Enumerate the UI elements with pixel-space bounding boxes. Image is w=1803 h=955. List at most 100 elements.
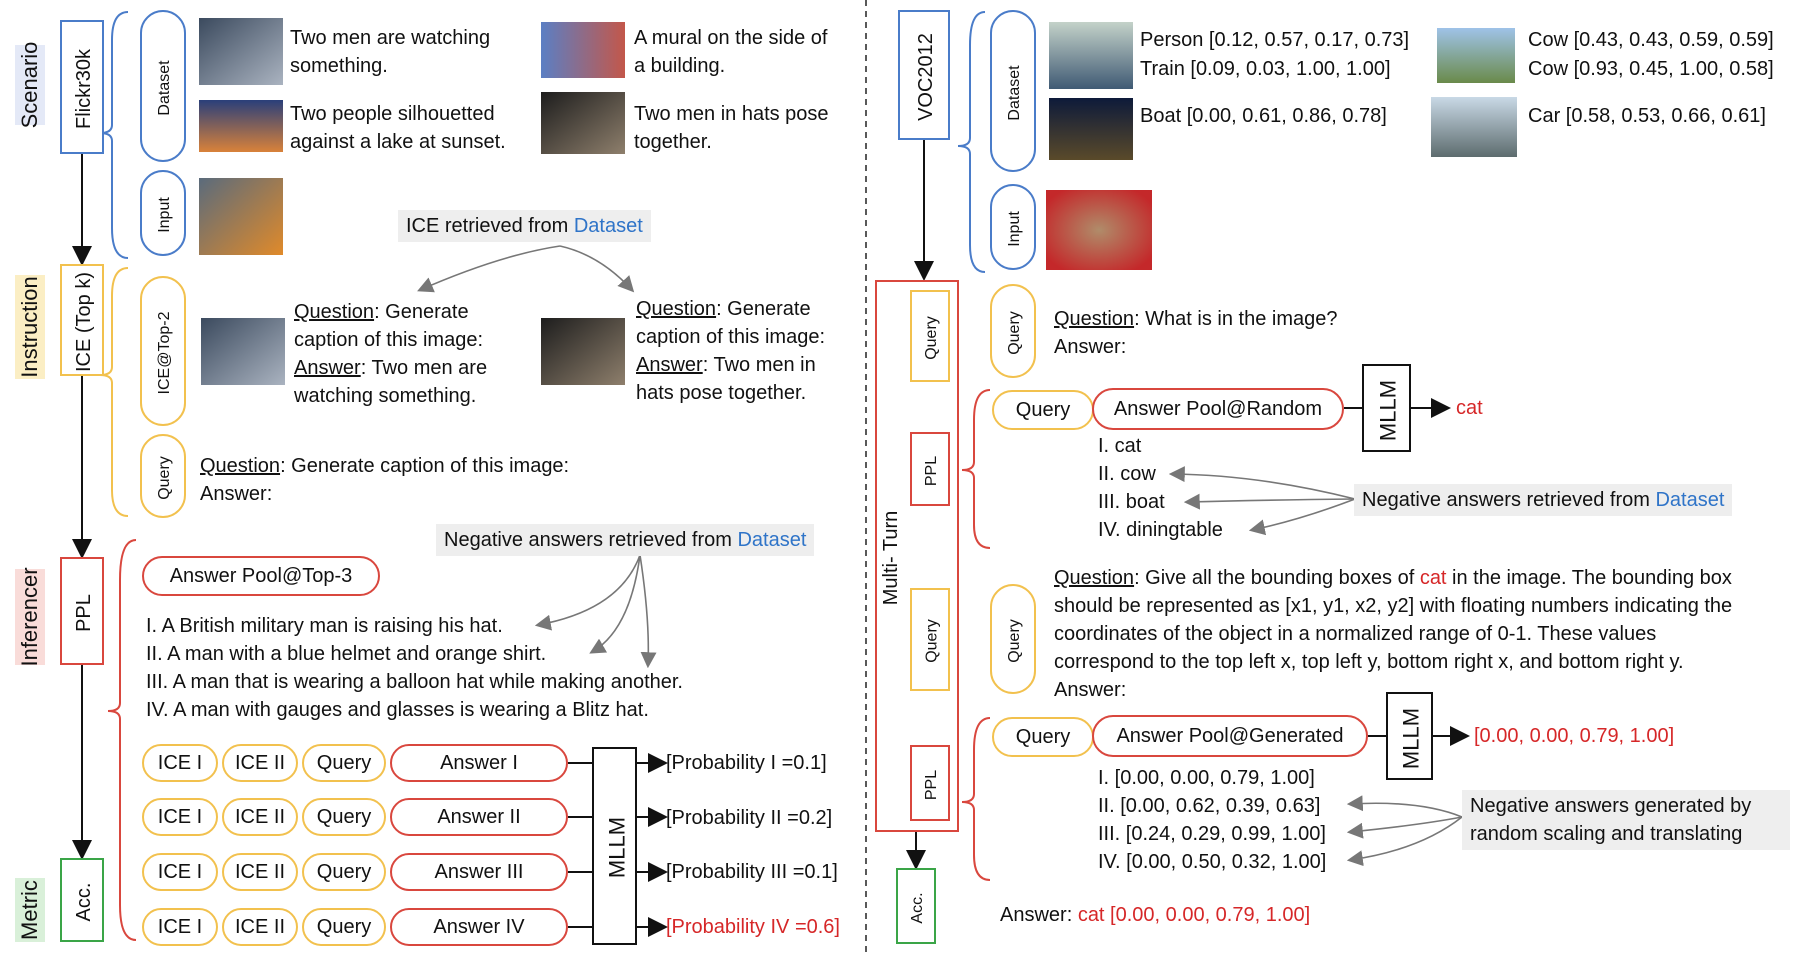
- turn2-negative-line1: Negative answers generated by: [1470, 795, 1752, 817]
- left-query-text: Question: Generate caption of this image…: [200, 452, 640, 508]
- ice-example-1-question-label: Question: [294, 301, 375, 323]
- multi-turn-query-2-label: Query: [923, 619, 941, 663]
- dataset-label-boat: Boat [0.00, 0.61, 0.86, 0.78]: [1140, 105, 1387, 127]
- thumbnail-silhouettes-sunset: [199, 100, 283, 152]
- row-2-answer: Answer II: [390, 798, 568, 836]
- instruction-box-ice: ICE (Top k): [60, 264, 104, 376]
- dataset-label-cow-2: Cow [0.93, 0.45, 1.00, 0.58]: [1528, 58, 1774, 80]
- row-4-ice-ii: ICE II: [222, 908, 298, 946]
- left-negative-note: Negative answers retrieved from Dataset: [436, 524, 815, 556]
- turn2-answer-2: II. [0.00, 0.62, 0.39, 0.63]: [1098, 795, 1321, 817]
- row-1-ice-i: ICE I: [142, 744, 218, 782]
- turn1-answer-1: I. cat: [1098, 435, 1142, 457]
- right-group-query-2: Query: [990, 584, 1036, 694]
- turn2-answer-pool: Answer Pool@Generated: [1092, 715, 1368, 757]
- ice-example-2-answer-text: : Two men in hats pose together.: [636, 354, 816, 404]
- turn2-negative-note: Negative answers generated by random sca…: [1462, 790, 1790, 850]
- row-4-ice-i: ICE I: [142, 908, 218, 946]
- turn1-answer-4: IV. diningtable: [1098, 519, 1223, 541]
- stage-label-inferencer: Inferencer: [15, 567, 45, 667]
- caption-3: A mural on the side of a building.: [634, 27, 828, 77]
- left-negative-prefix: Negative answers retrieved from: [444, 529, 738, 551]
- ice-example-1: Question: Generate caption of this image…: [294, 298, 524, 410]
- turn1-negative-prefix: Negative answers retrieved from: [1362, 489, 1656, 511]
- right-group-input-label: Input: [1006, 211, 1023, 247]
- scenario-box-voc2012: VOC2012: [898, 10, 950, 140]
- right-question-2-line1b: in the image. The bounding box: [1446, 567, 1732, 589]
- thumbnail-mural: [541, 22, 625, 78]
- turn2-answer-1: I. [0.00, 0.00, 0.79, 1.00]: [1098, 767, 1315, 789]
- answer-item-3: III. A man that is wearing a balloon hat…: [146, 671, 683, 693]
- group-input-label: Input: [156, 197, 173, 233]
- turn2-negative-line2: random scaling and translating: [1470, 823, 1743, 845]
- row-3-answer: Answer III: [390, 853, 568, 891]
- turn2-output: [0.00, 0.00, 0.79, 1.00]: [1474, 725, 1675, 747]
- turn1-answer-3: III. boat: [1098, 491, 1165, 513]
- row-4-probability: [Probability IV =0.6]: [666, 916, 840, 938]
- row-4-query: Query: [302, 908, 386, 946]
- inferencer-box-ppl: PPL: [60, 557, 104, 665]
- metric-box-label: Acc.: [72, 882, 95, 922]
- caption-2: Two people silhouetted against a lake at…: [290, 103, 506, 153]
- ice-example-1-answer-text: : Two men are watching something.: [294, 357, 488, 407]
- row-2-ice-ii: ICE II: [222, 798, 298, 836]
- ice-example-2-question-label: Question: [636, 298, 717, 320]
- row-1-query: Query: [302, 744, 386, 782]
- ice-example-1-question-text: : Generate caption of this image:: [294, 301, 483, 351]
- left-query-question-text: : Generate caption of this image:: [280, 455, 570, 477]
- ice-example-2-question-text: : Generate caption of this image:: [636, 298, 825, 348]
- final-answer-value: cat [0.00, 0.00, 0.79, 1.00]: [1077, 904, 1311, 926]
- right-group-query-1-label: Query: [1006, 311, 1023, 355]
- turn1-negative-source: Dataset: [1655, 489, 1725, 511]
- right-question-2-line1a: : Give all the bounding boxes of: [1134, 567, 1420, 589]
- scenario-box-flickr30k: Flickr30k: [60, 20, 104, 154]
- dataset-label-car: Car [0.58, 0.53, 0.66, 0.61]: [1528, 105, 1766, 127]
- inferencer-box-label: PPL: [72, 594, 95, 632]
- stage-label-metric: Metric: [15, 878, 45, 942]
- multi-turn-query-1: Query: [910, 290, 950, 382]
- turn1-answer-2: II. cow: [1098, 463, 1156, 485]
- right-group-query-1: Query: [990, 284, 1036, 378]
- multi-turn-ppl-2: PPL: [910, 745, 950, 821]
- turn2-mllm-label: MLLM: [1398, 707, 1423, 770]
- dataset-label-train: Train [0.09, 0.03, 1.00, 1.00]: [1140, 58, 1391, 80]
- caption-1: Two men are watching something.: [290, 27, 491, 77]
- turn2-answer-4: IV. [0.00, 0.50, 0.32, 1.00]: [1098, 851, 1327, 873]
- right-question-2-target: cat: [1419, 567, 1447, 589]
- thumbnail-input-balloon-hat: [199, 178, 283, 255]
- ice-example-2: Question: Generate caption of this image…: [636, 295, 858, 407]
- turn1-negative-note: Negative answers retrieved from Dataset: [1354, 484, 1733, 516]
- dataset-label-cow-1: Cow [0.43, 0.43, 0.59, 0.59]: [1528, 29, 1774, 51]
- right-group-input: Input: [990, 184, 1036, 270]
- turn1-answer-pool: Answer Pool@Random: [1092, 388, 1344, 430]
- group-ice-top2-label: ICE@Top-2: [156, 311, 173, 395]
- turn1-query-pill: Query: [992, 390, 1094, 430]
- right-question-1-text: : What is in the image?: [1134, 308, 1338, 330]
- ice-example-2-answer-label: Answer: [636, 354, 703, 376]
- final-answer: Answer: cat [0.00, 0.00, 0.79, 1.00]: [1000, 901, 1310, 929]
- right-question-1: Question: What is in the image? Answer:: [1054, 305, 1454, 361]
- turn2-query-pill: Query: [992, 717, 1094, 757]
- instruction-box-label: ICE (Top k): [72, 271, 95, 373]
- ice-retrieved-prefix: ICE retrieved from: [406, 215, 574, 237]
- ice-retrieved-source: Dataset: [573, 215, 643, 237]
- group-dataset-label: Dataset: [156, 60, 173, 116]
- right-group-dataset: Dataset: [990, 10, 1036, 172]
- final-answer-label: Answer:: [1000, 904, 1078, 926]
- thumbnail-two-men-hats: [541, 92, 625, 154]
- row-2-ice-i: ICE I: [142, 798, 218, 836]
- stage-label-scenario: Scenario: [15, 42, 45, 128]
- turn2-answer-3: III. [0.24, 0.29, 0.99, 1.00]: [1098, 823, 1326, 845]
- turn1-mllm-label: MLLM: [1375, 379, 1400, 442]
- row-1-probability: [Probability I =0.1]: [666, 752, 827, 774]
- group-query: Query: [140, 434, 186, 518]
- caption-4: Two men in hats pose together.: [634, 103, 829, 153]
- answer-item-4: IV. A man with gauges and glasses is wea…: [146, 699, 649, 721]
- row-3-ice-ii: ICE II: [222, 853, 298, 891]
- thumbnail-input-cat: [1046, 190, 1152, 270]
- turn1-output: cat: [1456, 397, 1483, 419]
- right-metric-box-label: Acc.: [909, 892, 926, 924]
- left-mllm-label: MLLM: [604, 816, 629, 879]
